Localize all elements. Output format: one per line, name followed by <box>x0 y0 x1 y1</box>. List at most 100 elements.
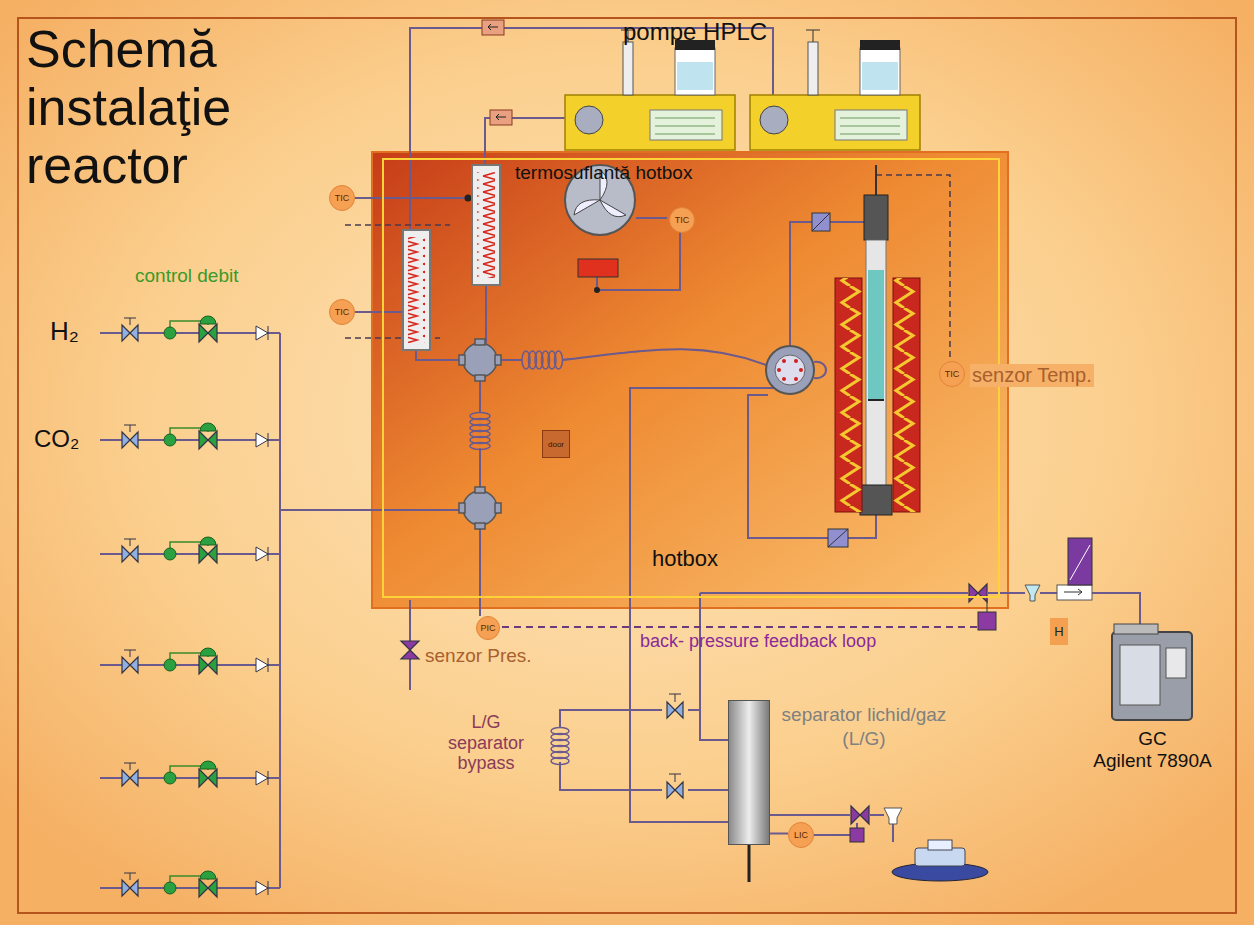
drawing-part <box>410 28 773 232</box>
drawing-part <box>122 770 138 786</box>
annotation-label: CO₂ <box>34 425 79 453</box>
node-caption: senzor Temp. <box>970 364 1094 387</box>
drawing-part <box>164 772 176 784</box>
annotation-label: termosuflantă hotbox <box>515 162 692 184</box>
drawing-part <box>502 626 978 628</box>
drawing-part <box>256 658 268 672</box>
drawing-part <box>560 762 662 790</box>
drawing-part <box>470 443 490 450</box>
drawing-part <box>256 881 268 895</box>
node-label: door <box>548 440 564 449</box>
hotbox-enclosure: hotboxTICTICsenzor Temp.door <box>382 158 1000 598</box>
drawing-part <box>650 110 722 140</box>
drawing-part <box>1070 545 1090 580</box>
drawing-part <box>1114 624 1158 634</box>
annotation-label: control debit <box>135 265 239 287</box>
annotation-label: pompe HPLC <box>623 18 767 46</box>
drawing-part <box>667 782 683 798</box>
drawing-part <box>866 240 886 490</box>
drawing-part <box>256 326 268 340</box>
node-label: GC <box>1065 728 1240 750</box>
drawing-part <box>199 769 217 787</box>
drawing-part <box>355 197 468 199</box>
drawing-part <box>623 42 633 95</box>
drawing-part <box>835 278 862 512</box>
drawing-part <box>199 324 217 342</box>
drawing-part <box>636 217 667 219</box>
drawing-part <box>408 237 425 343</box>
drawing-part <box>884 808 902 824</box>
drawing-part <box>18 18 1236 913</box>
diagram-title: Schemă instalaţie reactor <box>26 20 301 195</box>
drawing-part <box>808 42 818 95</box>
drawing-part <box>279 333 281 888</box>
drawing-part <box>459 503 465 513</box>
drawing-part <box>655 118 715 134</box>
annotation-label: back- pressure feedback loop <box>640 631 876 652</box>
drawing-part <box>875 165 877 195</box>
drawing-part <box>850 828 864 842</box>
node-label: TIC <box>675 215 690 225</box>
drawing-part <box>124 425 136 432</box>
drawing-part <box>782 359 786 363</box>
drawing-part <box>868 399 884 401</box>
drawing-part <box>479 525 481 616</box>
node-label: hotbox <box>652 546 718 572</box>
node-caption: Agilent 7890A <box>1065 750 1240 772</box>
drawing-part <box>1166 648 1186 678</box>
instrument-bubble: TIC <box>329 299 355 325</box>
node-label: TIC <box>945 369 960 379</box>
node-label: LIC <box>794 830 808 840</box>
drawing-part <box>479 448 481 491</box>
annotation-label: senzor Pres. <box>425 645 532 667</box>
drawing-part <box>200 316 216 324</box>
drawing-part <box>1025 585 1040 601</box>
annotation-label: H₂ <box>50 316 79 347</box>
drawing-part <box>199 431 217 449</box>
drawing-part <box>200 761 216 769</box>
drawing-part <box>688 789 728 791</box>
drawing-part <box>750 95 920 150</box>
drawing-part <box>122 325 138 341</box>
drawing-part <box>1112 632 1192 720</box>
drawing-part <box>700 592 968 594</box>
process-line <box>770 833 788 835</box>
drawing-part <box>164 434 176 446</box>
drawing-part <box>416 350 463 360</box>
drawing-part <box>814 362 826 378</box>
drawing-part <box>677 62 713 90</box>
drawing-part <box>164 882 176 894</box>
drawing-part <box>812 213 830 231</box>
drawing-part <box>870 814 884 816</box>
drawing-part <box>748 395 828 538</box>
drawing-part <box>1040 592 1057 594</box>
drawing-part <box>915 848 965 866</box>
drawing-part <box>893 278 920 512</box>
drawing-part <box>848 515 876 538</box>
drawing-part <box>669 774 681 782</box>
drawing-part <box>864 195 888 240</box>
drawing-part <box>122 657 138 673</box>
drawing-part <box>164 659 176 671</box>
drawing-part <box>828 529 848 547</box>
drawing-part <box>782 377 786 381</box>
drawing-part <box>199 656 217 674</box>
drawing-part <box>1120 645 1160 705</box>
annotation-label: L/G separator bypass <box>436 712 536 774</box>
drawing-part <box>200 648 216 656</box>
drawing-part <box>560 710 662 728</box>
drawing-part <box>122 880 138 896</box>
equipment-box: H <box>1050 618 1068 645</box>
drawing-part <box>700 593 728 740</box>
drawing-part <box>766 346 814 394</box>
node-label: separator lichid/gaz (L/G) <box>779 703 949 751</box>
drawing-part <box>565 95 735 150</box>
drawing-part <box>775 355 805 385</box>
drawing-part <box>969 584 987 602</box>
drawing-part <box>490 110 512 125</box>
drawing-part <box>463 491 497 525</box>
drawing-part <box>164 548 176 560</box>
drawing-part <box>851 806 869 824</box>
